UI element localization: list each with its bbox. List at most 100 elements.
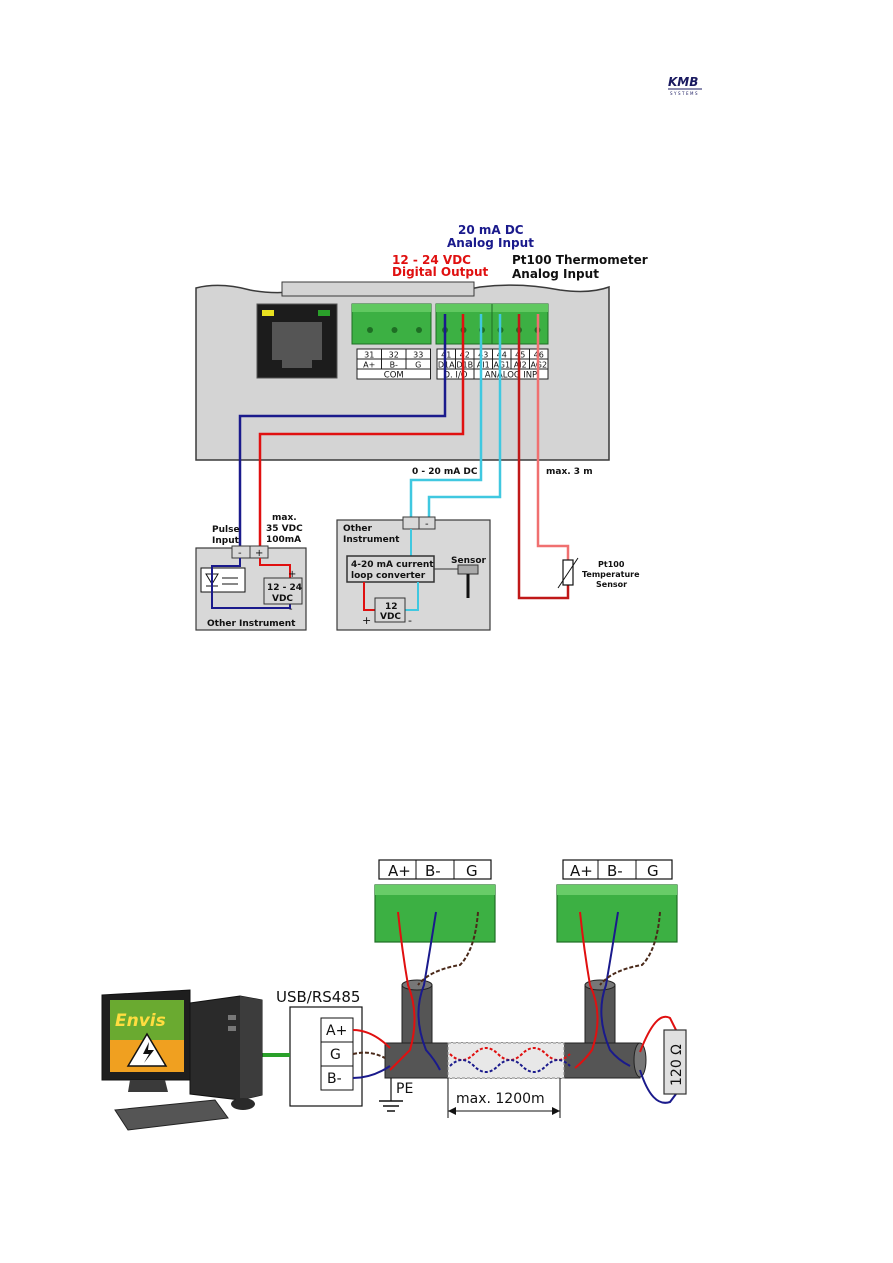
- node2-label-table: A+ B- G: [562, 859, 673, 880]
- diagram-rs485: A+ B- G A+ B- G: [101, 859, 687, 1131]
- com-terminal-number: 32: [389, 351, 399, 360]
- termination-resistor: 120 Ω: [639, 1015, 687, 1104]
- io-terminal-block: [435, 303, 549, 345]
- label-pt100-analog: Analog Input: [512, 267, 599, 281]
- wire-pink-pt100: [536, 314, 570, 560]
- kmb-logo: KMB SYSTEMS: [668, 75, 702, 96]
- converter-label-2: loop converter: [351, 571, 426, 581]
- node1-b: B-: [425, 862, 441, 880]
- other-instrument-converter: - Other Instrument 4-20 mA current loop …: [336, 516, 491, 631]
- wires: [238, 314, 570, 600]
- com-terminal-signal: A+: [363, 361, 375, 370]
- label-analog-input: Analog Input: [447, 236, 534, 250]
- node2-b: B-: [607, 862, 623, 880]
- node1-g: G: [466, 862, 478, 880]
- com-terminal-number: 33: [413, 351, 423, 360]
- io-terminal-signal: D1A: [438, 361, 455, 370]
- input-label: Input: [212, 536, 240, 546]
- mouse-icon: [231, 1098, 255, 1110]
- pe-ground: PE: [379, 1078, 413, 1112]
- twisted-pair: [449, 1047, 571, 1073]
- supply-box: [263, 577, 303, 605]
- node1-label-table: A+ B- G: [378, 859, 492, 880]
- node1-wires: [389, 911, 479, 1071]
- terminal-screw: [416, 327, 422, 333]
- sensor-icon: [457, 564, 479, 575]
- supply12-value: 12: [385, 602, 398, 612]
- sensor-label: Sensor: [451, 556, 487, 566]
- monitor-brand: Envis: [115, 1011, 166, 1031]
- com-terminal-signal: B-: [390, 361, 398, 370]
- max-35vdc: 35 VDC: [266, 524, 303, 534]
- pt100-label: Pt100: [598, 560, 625, 569]
- usb-pin-g-label: G: [330, 1047, 341, 1063]
- supply12-box: [374, 597, 406, 623]
- supply-plus: +: [288, 569, 296, 580]
- pe-label: PE: [396, 1081, 413, 1097]
- cable-transparent-section: [447, 1042, 565, 1079]
- other-instrument-pulse: - + Pulse Input max. 35 VDC 100mA 12 - 2…: [195, 513, 307, 631]
- io-terminal-number: 42: [460, 351, 470, 360]
- usb-title: USB/RS485: [276, 988, 360, 1006]
- logo-text: KMB: [668, 75, 698, 89]
- max-100ma: 100mA: [266, 535, 301, 545]
- resistor-label: 120 Ω: [669, 1044, 685, 1086]
- pulse-minus: -: [238, 548, 242, 559]
- supply12-minus: -: [408, 614, 412, 627]
- usb-pin-b-label: B-: [327, 1071, 342, 1087]
- label-0-20ma: 0 - 20 mA DC: [412, 467, 478, 477]
- led-yellow: [262, 310, 274, 316]
- supply-12-24: 12 - 24: [267, 583, 302, 593]
- wire-cyan-1: [409, 314, 483, 518]
- io-group-label: D. I/O: [443, 371, 467, 381]
- com-terminal-number: 31: [364, 351, 374, 360]
- com-group-label: COM: [384, 371, 404, 381]
- wire-cyan-2: [427, 314, 502, 518]
- io-terminal-signal: D1B: [456, 361, 473, 370]
- pt100-sensor: Pt100 Temperature Sensor: [557, 557, 640, 589]
- other-label: Other: [343, 524, 372, 534]
- com-terminal-signal: G: [415, 361, 421, 370]
- pulse-label: Pulse: [212, 525, 240, 535]
- converter-box: [346, 555, 435, 583]
- io-terminal-signal: AI1: [477, 361, 490, 370]
- node2-wires: [574, 911, 661, 1069]
- supply12-plus: +: [362, 614, 371, 627]
- pt100-temperature: Temperature: [582, 570, 640, 579]
- converter-label-1: 4-20 mA current: [351, 560, 434, 570]
- com-terminal-table: 31 32 33A+ B- G COM: [356, 348, 431, 381]
- computer-icon: Envis: [101, 989, 263, 1131]
- supply-minus: -: [289, 604, 293, 615]
- io-terminal-signal: AG1: [493, 361, 510, 370]
- io-terminal-number: 44: [497, 351, 507, 360]
- wire-red-pt100: [517, 314, 570, 600]
- usb-rs485-converter: USB/RS485 A+ G B-: [276, 988, 391, 1107]
- label-20ma: 20 mA DC: [458, 223, 524, 237]
- supply12-unit: VDC: [380, 612, 401, 622]
- distance-label: max. 1200m: [456, 1091, 545, 1107]
- io-terminal-number: 43: [478, 351, 488, 360]
- pulse-plus: +: [255, 548, 263, 559]
- pt100-sensor-label: Sensor: [596, 580, 627, 589]
- wire-red: [258, 314, 465, 546]
- label-digital-output: Digital Output: [392, 265, 489, 279]
- conv-minus: -: [425, 519, 429, 530]
- node2-g: G: [647, 862, 659, 880]
- supply-vdc: VDC: [272, 594, 293, 604]
- usb-pin-a-label: A+: [326, 1023, 347, 1039]
- other-instrument-label: Other Instrument: [207, 619, 296, 629]
- terminal-screw: [391, 327, 398, 333]
- label-max-3m: max. 3 m: [546, 467, 593, 477]
- optocoupler-icon: [200, 567, 246, 593]
- node2-a: A+: [570, 862, 593, 880]
- keyboard-icon: [114, 1099, 229, 1131]
- terminal-screw: [367, 327, 373, 333]
- node1-a: A+: [388, 862, 411, 880]
- distance-dimension: max. 1200m: [447, 1078, 561, 1118]
- resistor-icon: [663, 1029, 687, 1095]
- max-label: max.: [272, 513, 297, 523]
- com-terminal-block: [351, 303, 432, 345]
